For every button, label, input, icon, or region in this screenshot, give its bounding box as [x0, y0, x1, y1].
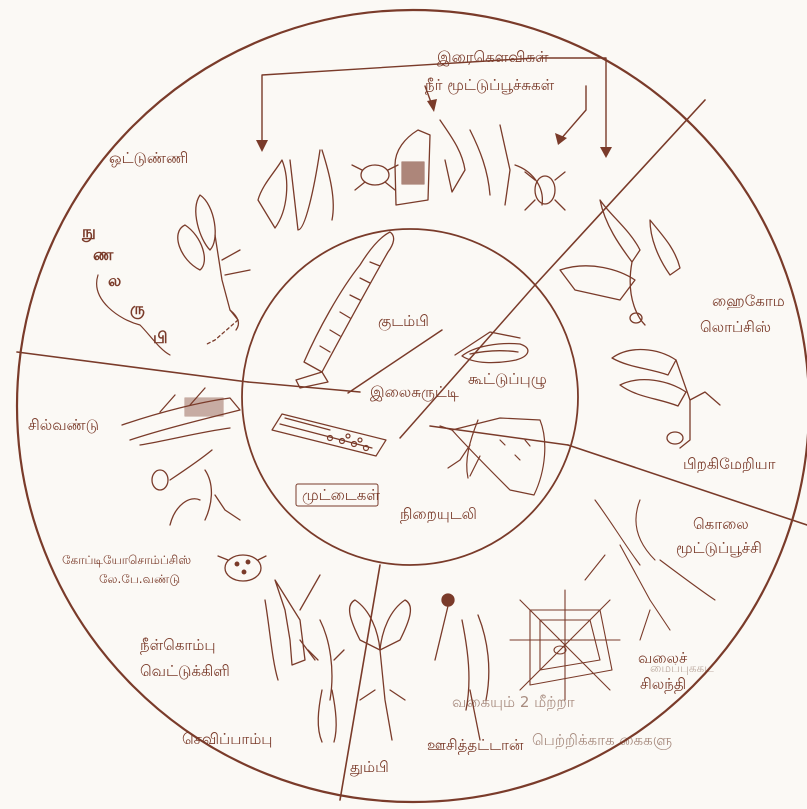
inner-divider-c — [430, 426, 568, 445]
label-kolai-line2: மூட்டுப்பூச்சி — [676, 539, 762, 557]
diagram-frame — [17, 10, 807, 802]
label-hygromala: ஹைகோம லொப்சிஸ் — [700, 292, 790, 336]
label-water-bugs: நீர் மூட்டுப்பூச்சுகள் — [425, 76, 555, 94]
label-oosithattaan: ஊசித்தட்டான் — [427, 736, 524, 754]
outer-circle — [17, 10, 807, 802]
vertical-letter-1: நு — [81, 222, 96, 242]
label-vettukkili: வெட்டுக்கிளி — [140, 662, 230, 680]
larva-drawing — [296, 232, 394, 388]
label-hygromala-line1: ஹைகோம — [712, 292, 785, 310]
adult-moth-drawing — [440, 418, 545, 495]
label-ottunni: ஒட்டுண்ணி — [109, 149, 188, 167]
bleed-line-2: வகையும் 2 மீற்றா — [452, 693, 575, 711]
divider-top-right — [535, 100, 705, 285]
label-kudambi: குடம்பி — [378, 312, 429, 331]
bleed-line-3: பெற்றிக்காக கைகளு — [532, 731, 672, 750]
prey-insects-drawing — [258, 120, 565, 230]
label-silanthi: சிலந்தி — [640, 675, 686, 693]
label-sevippaambu: செவிப்பாம்பு — [182, 730, 272, 748]
label-kolai-line1: கொலை — [693, 515, 749, 533]
label-niraiyudali: நிறையுடலி — [400, 505, 477, 523]
egg-mass-drawing — [272, 414, 386, 456]
vertical-letter-4: ரு — [130, 299, 145, 319]
label-thumbi: தும்பி — [350, 758, 389, 776]
label-koottuppuzhu: கூட்டுப்புழு — [468, 370, 547, 389]
pupa-drawing — [455, 332, 528, 363]
label-silvandu: சில்வண்டு — [28, 416, 99, 434]
inner-divider-b — [400, 285, 535, 438]
vertical-letter-5: பி — [153, 328, 168, 347]
vertical-letter-2: ண — [93, 245, 114, 264]
label-ladybird: லே.பே.வண்டு — [99, 572, 180, 586]
label-pirakimeriya: பிறகிமேறியா — [683, 455, 776, 473]
label-hygromala-line2: லொப்சிஸ் — [700, 318, 771, 336]
label-neelkombu: நீள்கொம்பு — [140, 636, 215, 654]
hygromala-flies-drawing — [560, 200, 720, 448]
parasitoid-wasp-drawing — [178, 195, 250, 345]
grasshopper-drawing — [265, 575, 344, 742]
label-muttaigal: முட்டைகள் — [302, 486, 380, 504]
dragonfly-drawing — [350, 594, 489, 740]
vertical-letter-column: நு ண ல ரு பி — [81, 222, 170, 355]
label-prey-insects: இரைகௌவிகள் — [437, 48, 549, 66]
vertical-letter-3: ல — [108, 271, 121, 290]
top-arrows — [256, 58, 612, 158]
divider-left — [17, 352, 248, 382]
label-kopiyo: கோப்டியோசொம்ப்சிஸ் — [62, 553, 191, 567]
cricket-drawing — [122, 388, 240, 445]
label-valaich: வலைச் — [638, 649, 688, 667]
label-kolai: கொலை மூட்டுப்பூச்சி — [676, 515, 762, 557]
label-ilaisuruttu: இலைசுருட்டி — [370, 383, 459, 401]
